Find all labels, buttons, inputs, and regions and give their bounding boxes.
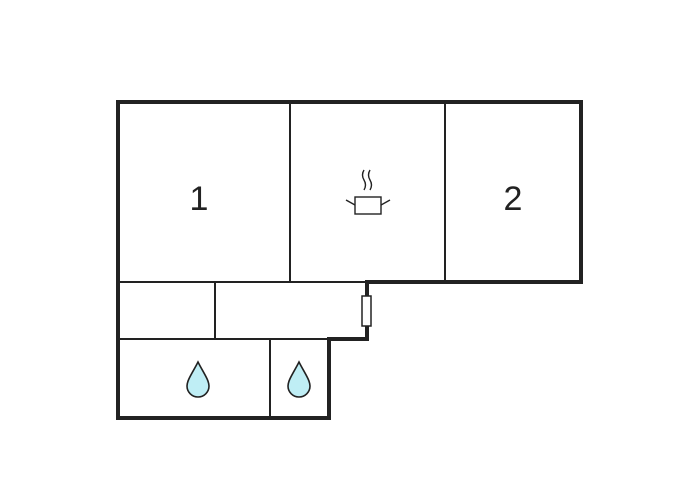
cooking-pot-icon [345,169,391,215]
room-label-2: 2 [504,180,523,218]
interior-walls [118,102,446,418]
door-icon [361,295,372,327]
room-label-1: 1 [190,180,209,218]
outer-wall [116,100,583,420]
water-drop-icon [186,360,210,398]
water-drop-icon [287,360,311,398]
